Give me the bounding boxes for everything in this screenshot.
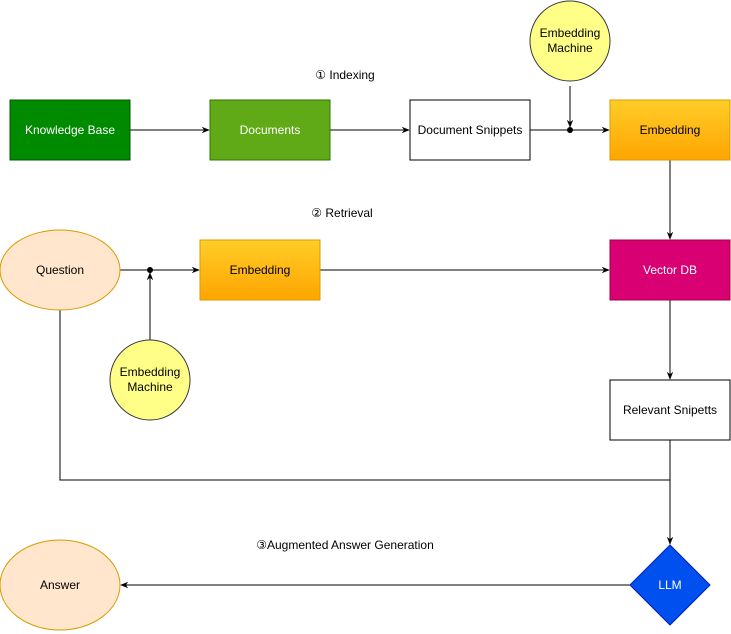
node-embedding-top-label: Embedding — [640, 123, 701, 137]
edge-question-to-llm — [59, 310, 670, 481]
stage-label-indexing: ① Indexing — [315, 68, 374, 82]
node-embedding-machine-top-label-2: Machine — [547, 41, 593, 55]
node-embedding-machine-top-label-1: Embedding — [540, 26, 601, 40]
edges — [59, 86, 674, 589]
node-question[interactable]: Question — [0, 229, 121, 311]
node-llm-label: LLM — [658, 578, 681, 592]
node-document-snippets[interactable]: Document Snippets — [409, 99, 531, 161]
node-embedding-machine-bottom-label-2: Machine — [127, 380, 173, 394]
node-relevant-snippets[interactable]: Relevant Snipetts — [609, 379, 731, 441]
stage-label-retrieval: ② Retrieval — [311, 206, 372, 220]
junction-dot-mid — [147, 267, 153, 273]
node-answer-label: Answer — [40, 578, 80, 592]
node-embedding-machine-bottom-label-1: Embedding — [120, 365, 181, 379]
node-llm[interactable]: LLM — [629, 544, 711, 626]
node-embedding-top[interactable]: Embedding — [609, 99, 731, 161]
node-vector-db[interactable]: Vector DB — [609, 239, 731, 301]
node-knowledge-base[interactable]: Knowledge Base — [9, 99, 131, 161]
node-embedding-mid[interactable]: Embedding — [199, 239, 321, 301]
junction-dot-top — [567, 127, 573, 133]
node-embedding-machine-top[interactable]: Embedding Machine — [529, 0, 611, 82]
node-answer[interactable]: Answer — [0, 539, 121, 631]
node-document-snippets-label: Document Snippets — [418, 123, 523, 137]
node-relevant-snippets-label: Relevant Snipetts — [623, 403, 717, 417]
node-documents[interactable]: Documents — [209, 99, 331, 161]
node-embedding-machine-bottom[interactable]: Embedding Machine — [109, 339, 191, 421]
node-question-label: Question — [36, 263, 84, 277]
node-knowledge-base-label: Knowledge Base — [25, 123, 115, 137]
node-embedding-mid-label: Embedding — [230, 263, 291, 277]
node-vector-db-label: Vector DB — [643, 263, 697, 277]
node-documents-label: Documents — [240, 123, 301, 137]
stage-label-generation: ③Augmented Answer Generation — [256, 538, 434, 552]
